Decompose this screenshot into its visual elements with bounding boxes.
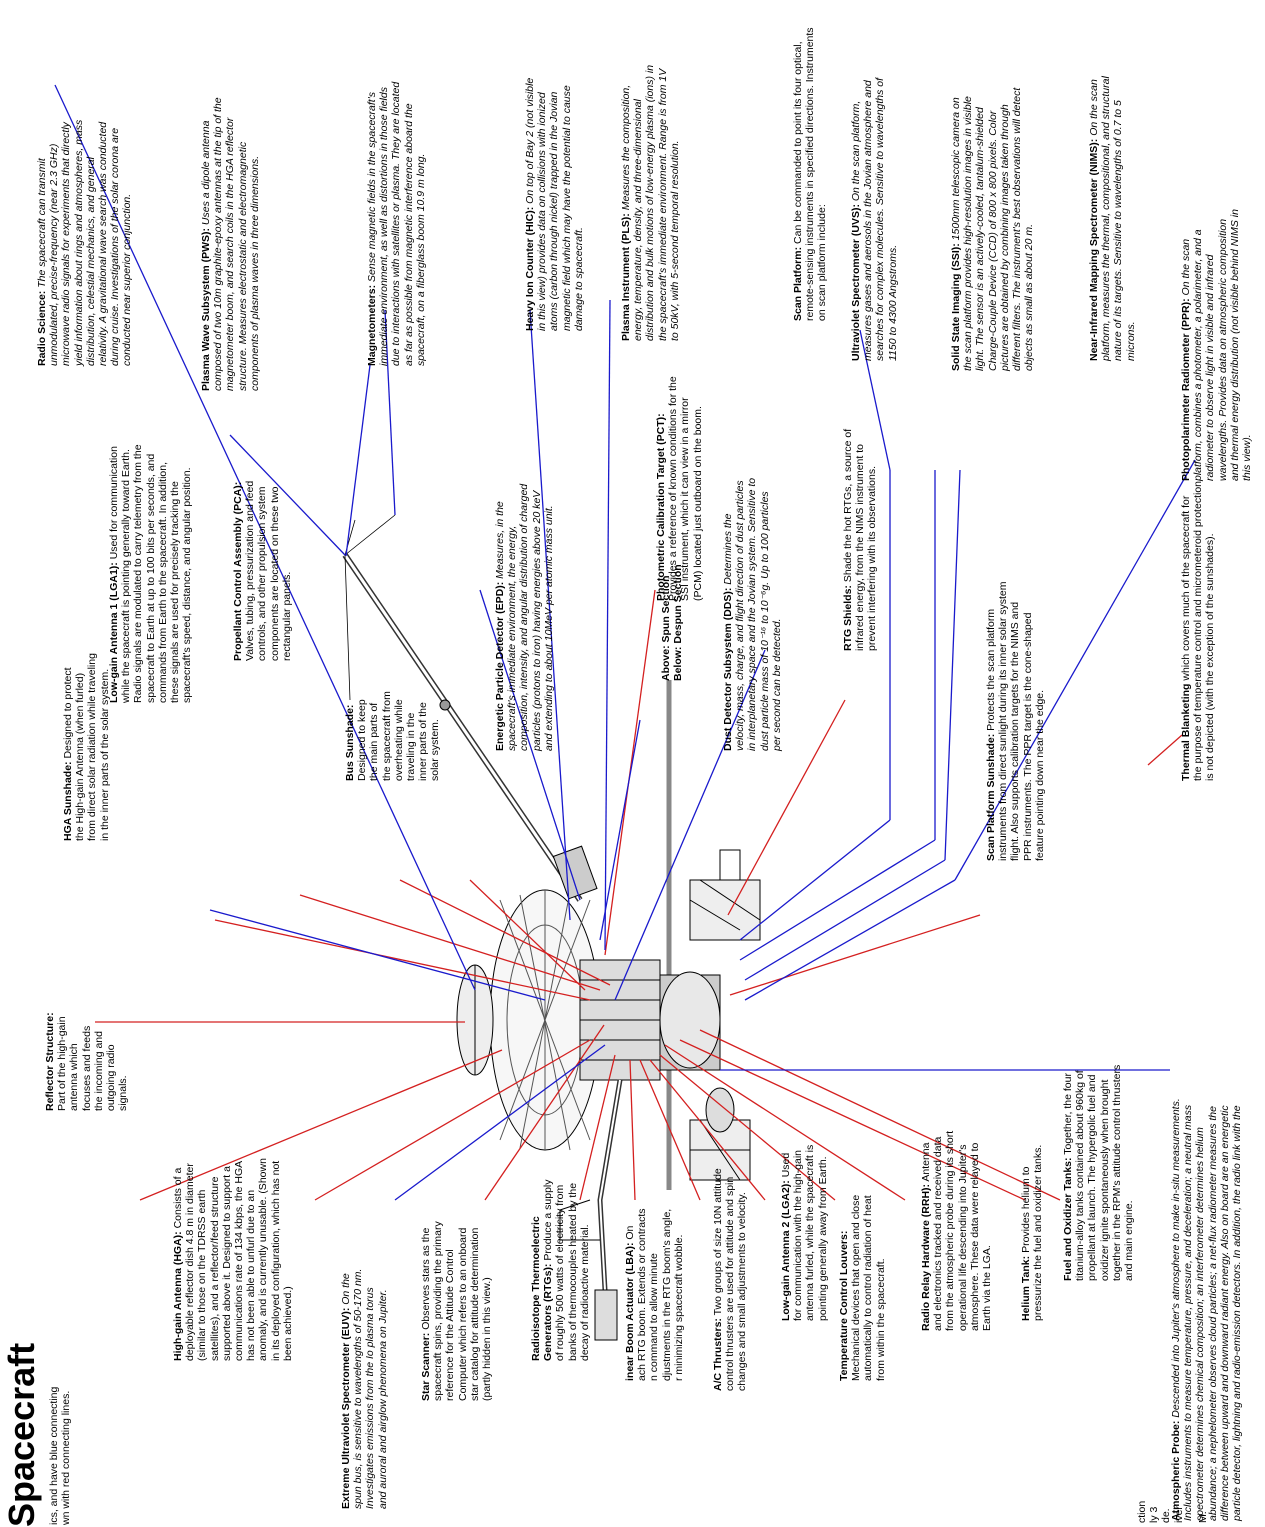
engineering-leader-lines: [95, 589, 1183, 1201]
annotation-rtg-shields: RTG Shields: Shade the hot RTGs, a sourc…: [842, 428, 879, 651]
annotation-fuel-oxidizer-tanks: Fuel and Oxidizer Tanks: Together, the f…: [1062, 1064, 1136, 1281]
page-title: Spacecraft: [1, 1342, 42, 1527]
annotation-scan-platform-sunshade: Scan Platform Sunshade: Protects the sca…: [985, 581, 1046, 861]
annotation-bus-sunshade: Bus Sunshade: Designed to keep the main …: [344, 691, 442, 781]
annotation-magnetometers: Magnetometers: Sense magnetic fields in …: [366, 81, 427, 366]
annotation-star-scanner: Star Scanner: Observes stars as the spac…: [420, 1221, 494, 1401]
annotation-plasma-instrument: Plasma Instrument (PLS): Measures the co…: [620, 64, 681, 341]
annotation-heavy-ion-counter: Heavy Ion Counter (HIC): On top of Bay 2…: [524, 77, 585, 331]
annotation-ppr: Photopolarimeter Radiometer (PPR): On th…: [1180, 209, 1254, 481]
annotation-plasma-wave: Plasma Wave Subsystem (PWS): Uses a dipo…: [200, 97, 261, 391]
intro-text: ics, and have blue connecting wn with re…: [48, 1386, 73, 1525]
annotation-rtg: Radioisotope Thermoelectric Generators (…: [530, 1179, 591, 1362]
annotation-atmospheric-probe: Atmospheric Probe: Descended into Jupite…: [1170, 1098, 1244, 1521]
annotation-uvs: Ultraviolet Spectrometer (UVS): On the s…: [850, 77, 899, 361]
annotation-euv: Extreme Ultraviolet Spectrometer (EUV): …: [340, 1268, 389, 1509]
science-leader-lines: [54, 84, 1196, 1201]
annotation-radio-science: Radio Science: The spacecraft can transm…: [36, 119, 134, 366]
scan-platform: [689, 879, 761, 941]
annotation-high-gain-antenna: High-gain Antenna (HGA): Consists of a d…: [172, 1158, 294, 1361]
annotation-dust-detector: Dust Detector Subsystem (DDS): Determine…: [722, 477, 783, 751]
annotation-photometric-calibration: Photometric Calibration Target (PCT): Pr…: [655, 376, 704, 601]
annotation-reflector-structure: Reflector Structure: Part of the high-ga…: [44, 1012, 130, 1111]
annotation-ac-thrusters: A/C Thrusters: Two groups of size 10N at…: [712, 1168, 749, 1391]
annotation-ssi: Solid State Imaging (SSI): 1500mm telesc…: [950, 87, 1036, 371]
annotation-lga1: Low-gain Antenna 1 (LGA1): Used for comm…: [108, 444, 194, 703]
annotation-linear-boom-actuator: inear Boom Actuator (LBA): On ach RTG bo…: [624, 1208, 685, 1381]
annotation-thermal-blanketing: Thermal Blanketing which covers much of …: [1180, 481, 1217, 781]
annotation-temperature-louvers: Temperature Control Louvers: Mechanical …: [838, 1194, 887, 1381]
annotation-nims: Near-Infrared Mapping Spectrometer (NIMS…: [1088, 76, 1137, 361]
annotation-helium-tank: Helium Tank: Provides helium to pressuri…: [1020, 1144, 1045, 1321]
annotation-scan-platform: Scan Platform: Can be commanded to point…: [792, 27, 829, 321]
annotation-energetic-particle: Energetic Particle Detector (EPD): Measu…: [494, 483, 555, 751]
annotation-lga2: Low-gain Antenna 2 (LGA2): Used for comm…: [780, 1144, 829, 1321]
annotation-radio-relay-hardware: Radio Relay Hardware (RRH): Antenna and …: [920, 1130, 994, 1331]
spacecraft-illustration: [342, 514, 761, 1341]
annotation-propellant-control: Propellant Control Assembly (PCA): Valve…: [232, 480, 293, 661]
annotation-hga-sunshade: HGA Sunshade: Designed to protect the Hi…: [62, 653, 111, 841]
